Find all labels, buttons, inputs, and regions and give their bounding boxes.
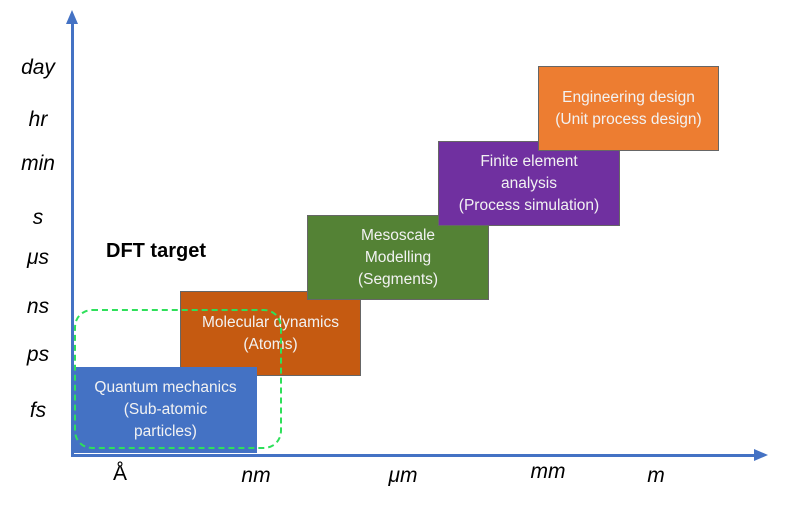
y-label-ns: ns [26, 295, 50, 318]
box-line: (Unit process design) [555, 110, 702, 128]
box-line: Modelling [364, 248, 432, 266]
box-line: (Segments) [357, 270, 439, 288]
box-finite-element-analysis: Finite element analysis (Process simulat… [438, 141, 620, 226]
y-label-fs: fs [29, 399, 47, 422]
y-label-ps: ps [26, 343, 50, 366]
y-label-s: s [32, 206, 44, 229]
x-axis-arrow-icon [754, 449, 768, 461]
x-label-um: μm [388, 464, 418, 487]
x-label-mm: mm [530, 460, 566, 483]
x-label-nm: nm [241, 464, 271, 487]
box-line: (Sub-atomic [123, 401, 208, 418]
x-axis [71, 454, 756, 457]
y-label-hr: hr [28, 108, 48, 131]
box-line: Quantum mechanics [94, 379, 237, 396]
box-engineering-design: Engineering design (Unit process design) [538, 66, 719, 151]
box-line: Mesoscale [360, 226, 436, 244]
box-line: analysis [501, 174, 557, 192]
box-line: Finite element [480, 152, 578, 170]
y-axis [71, 22, 74, 457]
box-line: particles) [134, 423, 197, 440]
box-molecular-dynamics: Molecular dynamics (Atoms) [180, 291, 361, 376]
box-line: Engineering design [562, 88, 695, 106]
y-label-us: μs [26, 246, 50, 269]
y-label-min: min [21, 152, 55, 175]
y-label-day: day [21, 56, 55, 79]
dft-target-region [74, 309, 282, 449]
box-quantum-mechanics: Quantum mechanics (Sub-atomic particles) [74, 367, 257, 453]
box-mesoscale-modelling: Mesoscale Modelling (Segments) [307, 215, 489, 300]
box-line: (Atoms) [243, 335, 298, 353]
y-axis-arrow-icon [66, 10, 78, 24]
dft-target-label: DFT target [106, 240, 206, 262]
x-label-m: m [647, 464, 665, 487]
box-line: (Process simulation) [458, 196, 600, 214]
x-label-angstrom: Å [112, 462, 128, 485]
